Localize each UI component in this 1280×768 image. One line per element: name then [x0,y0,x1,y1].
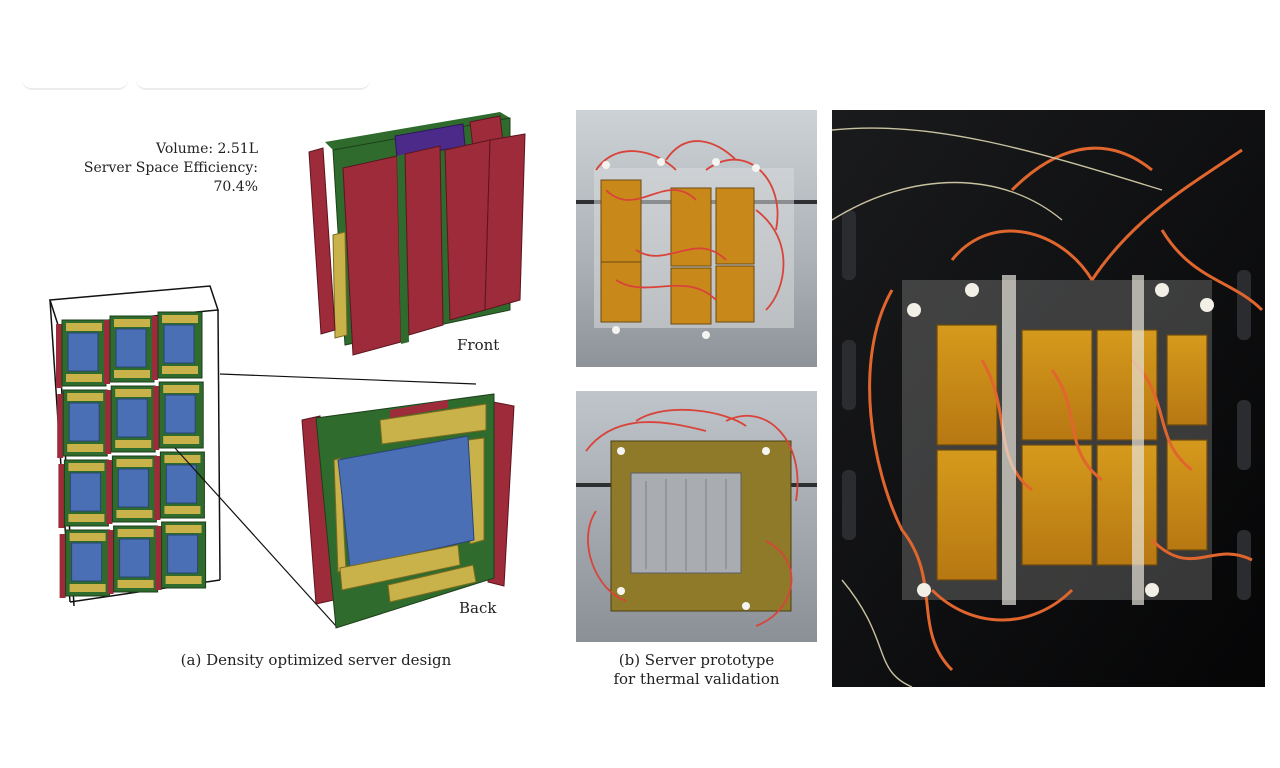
rack-module [165,576,202,584]
rack-chip [165,464,197,504]
prototype-photo-front [576,110,817,367]
back-label: Back [459,599,497,617]
caption-b: (b) Server prototype for thermal validat… [576,651,817,689]
rack-chip [117,468,149,508]
rack-chip [167,534,199,574]
specs-block: Volume: 2.51L Server Space Efficiency: 7… [40,140,258,197]
front-label: Front [457,336,500,354]
rack-module [115,440,152,448]
rack-chip [119,538,151,578]
rack-module [67,393,104,401]
prototype-photo-back [576,391,817,642]
rack-chip [69,472,101,512]
rack-heatsink [155,526,162,590]
rack-heatsink [153,386,160,450]
rack-heatsink [107,530,114,594]
rack-chip [71,542,103,582]
rack-chip [68,402,100,442]
rack-module [66,323,102,331]
rack-heatsink [57,394,64,458]
rack-module [67,444,104,452]
front-module-diagram [308,112,526,356]
rack-heatsink [104,320,110,384]
rack-module [115,389,152,397]
rack-module [163,436,200,444]
rack-module [114,370,150,378]
caption-a: (a) Density optimized server design [180,651,452,669]
rack-module [69,533,106,541]
caption-b-line2: for thermal validation [613,670,780,688]
rack-module [116,459,153,467]
back-module-diagram [301,393,515,629]
volume-text: Volume: 2.51L [156,141,258,157]
rack-chip [115,328,147,368]
efficiency-text: Server Space Efficiency: 70.4% [83,160,258,195]
rack-chip [67,332,99,372]
rack-module [69,584,106,592]
rack-module [66,374,102,382]
rack-heatsink [59,534,66,598]
rack-heatsink [58,464,65,528]
rack-module [68,514,105,522]
prototype-closeup-photo [831,110,1265,688]
rack-module [165,525,202,533]
rack-module [117,529,154,537]
rack-heatsink [56,324,62,388]
rack-module [114,319,150,327]
rack-module [68,463,105,471]
rack-module [117,580,154,588]
tab-stub-2[interactable] [136,70,370,90]
rack-module [116,510,153,518]
rack-heatsink [154,456,161,520]
rack-heatsink [105,390,112,454]
rack-module [164,455,201,463]
caption-b-line1: (b) Server prototype [618,651,775,669]
rack-chip [164,394,196,434]
rack-heatsink [106,460,113,524]
rack-module [162,366,198,374]
rack-module [162,315,198,323]
rack-chip [116,398,148,438]
rack-module [164,506,201,514]
rack-chip [163,324,195,364]
rack-module [163,385,200,393]
server-rack-diagram [48,285,221,607]
tab-stub-1[interactable] [22,70,128,90]
rack-heatsink [152,316,158,380]
